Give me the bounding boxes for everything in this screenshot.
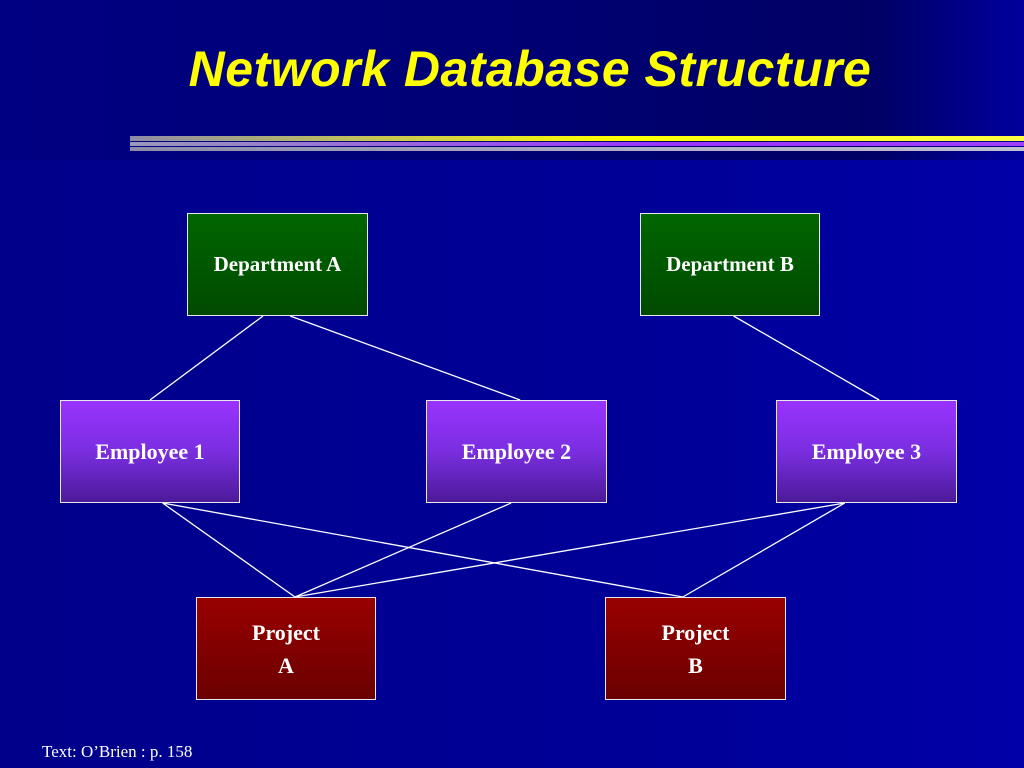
- employee-1-label: Employee 1: [95, 439, 205, 464]
- department-a-label: Department A: [213, 252, 342, 276]
- connector-employee_1-to-project_b: [162, 502, 683, 598]
- slide-header-shade: [0, 0, 1024, 160]
- connector-department_a-to-employee_2: [289, 315, 521, 401]
- department-b-label: Department B: [666, 252, 794, 276]
- employee-2-label: Employee 2: [461, 439, 572, 464]
- connector-department_b-to-employee_3: [733, 315, 880, 401]
- title-rule-purple: [130, 142, 1024, 146]
- connector-employee_2-to-project_a: [294, 502, 512, 598]
- project-b-node: Project B: [605, 597, 786, 700]
- slide-title: Network Database Structure: [188, 41, 872, 97]
- title-rule-yellow: [130, 136, 1024, 141]
- employee-2-node: Employee 2: [426, 400, 607, 503]
- title-rule-grey: [130, 147, 1024, 151]
- project-b-label-line1: Project: [661, 619, 730, 645]
- project-a-node: Project A: [196, 597, 376, 700]
- project-a-label-line2: A: [278, 652, 294, 678]
- project-b-label-line2: B: [688, 652, 703, 678]
- connector-department_a-to-employee_1: [149, 315, 264, 401]
- connector-employee_3-to-project_b: [682, 502, 846, 598]
- connector-employee_3-to-project_a: [294, 502, 845, 598]
- source-citation: Text: O’Brien : p. 158: [42, 742, 193, 761]
- employee-1-node: Employee 1: [60, 400, 240, 503]
- connector-employee_1-to-project_a: [162, 502, 296, 598]
- employee-3-node: Employee 3: [776, 400, 957, 503]
- project-a-label-line1: Project: [252, 619, 320, 645]
- department-a-node: Department A: [187, 213, 368, 316]
- employee-3-label: Employee 3: [811, 439, 922, 464]
- department-b-node: Department B: [640, 213, 820, 316]
